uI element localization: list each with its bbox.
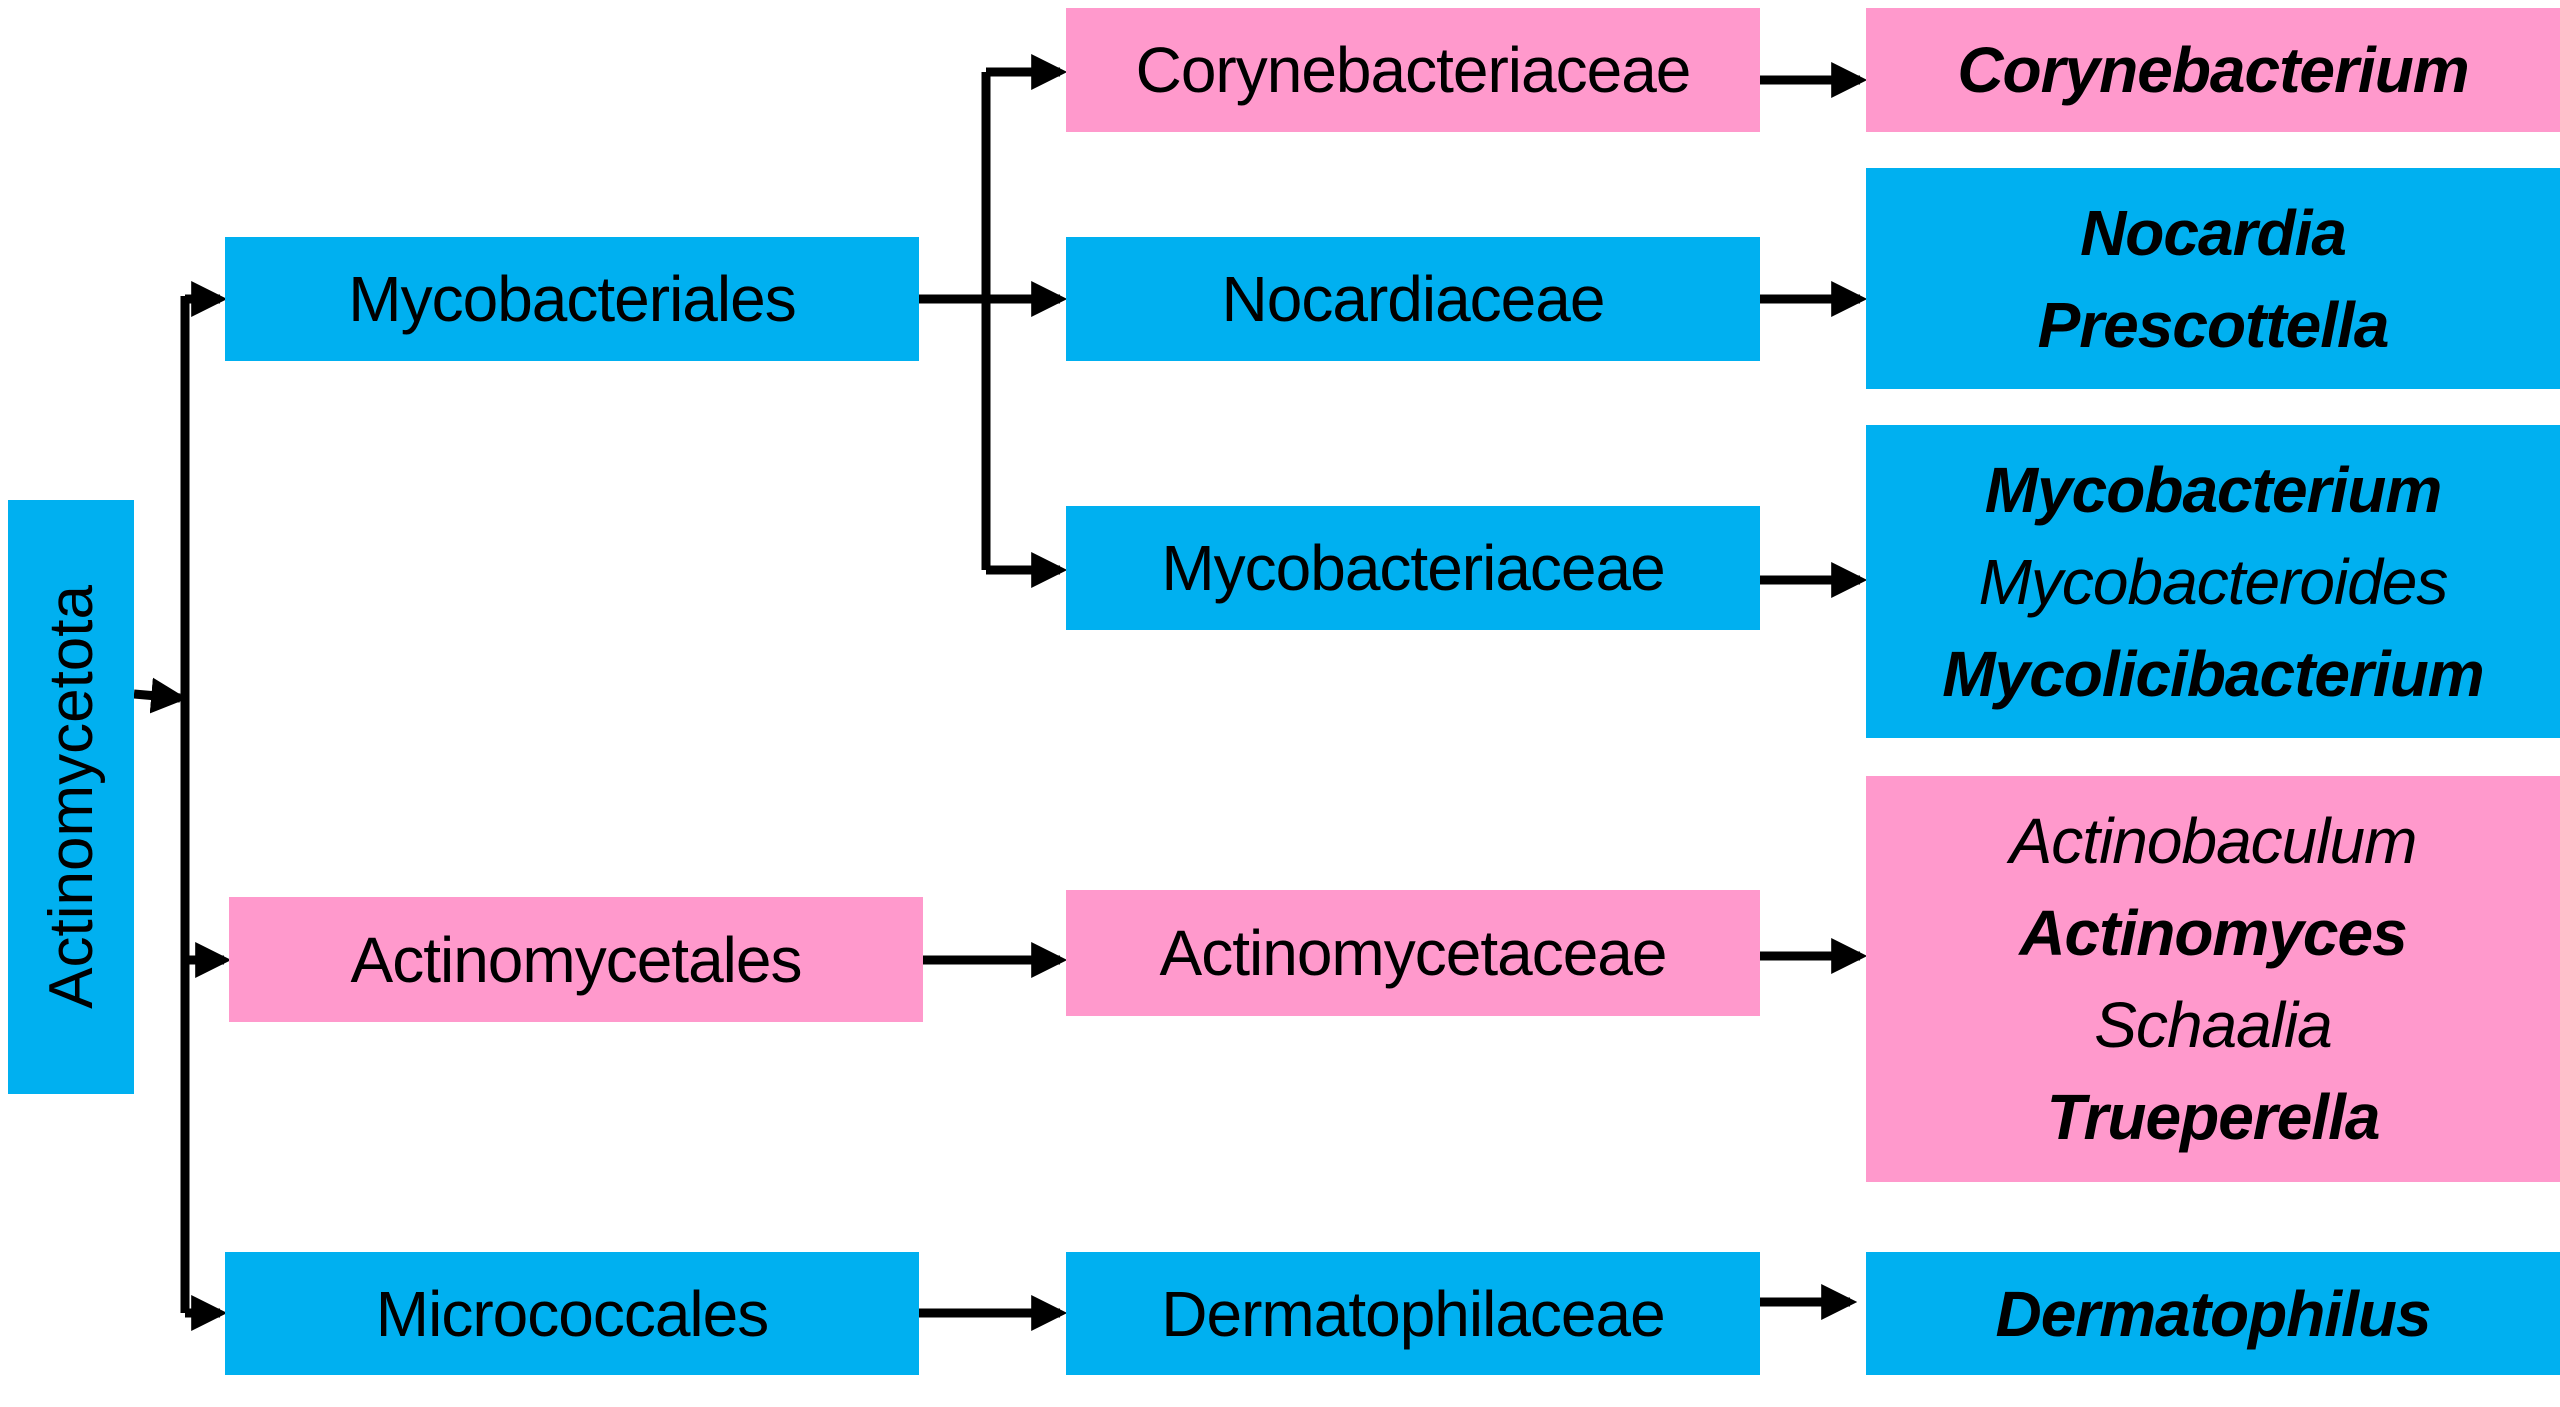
genus-label: Mycobacterium xyxy=(1984,453,2442,526)
family-mycobacteriaceae: Mycobacteriaceae xyxy=(1066,506,1760,630)
family-label: Corynebacteriaceae xyxy=(1135,34,1692,106)
family-actinomycetaceae: Actinomycetaceae xyxy=(1066,890,1760,1016)
family-label: Mycobacteriaceae xyxy=(1161,532,1665,604)
family-label: Actinomycetaceae xyxy=(1159,917,1668,989)
family-corynebacteriaceae: Corynebacteriaceae xyxy=(1066,8,1760,132)
genera-corynebacteriaceae: Corynebacterium xyxy=(1866,8,2560,132)
genus-label: Actinomyces xyxy=(2019,897,2407,969)
genus-label: Prescottella xyxy=(2037,288,2390,361)
genera-dermatophilaceae: Dermatophilus xyxy=(1866,1252,2560,1375)
family-nocardiaceae: Nocardiaceae xyxy=(1066,237,1760,361)
genus-label: Mycobacteroides xyxy=(1978,545,2449,618)
order-micrococcales: Micrococcales xyxy=(225,1252,919,1375)
genera-actinomycetaceae: Actinobaculum Actinomyces Schaalia Truep… xyxy=(1866,776,2560,1182)
genera-mycobacteriaceae: Mycobacterium Mycobacteroides Mycoliciba… xyxy=(1866,425,2560,738)
arrow-phylum-to-trunk xyxy=(133,677,188,714)
phylum-box: Actinomycetota xyxy=(8,500,134,1094)
genera-nocardiaceae: Nocardia Prescottella xyxy=(1866,168,2560,389)
genus-label: Mycolicibacterium xyxy=(1942,637,2484,710)
order-mycobacteriales: Mycobacteriales xyxy=(225,237,919,361)
family-label: Dermatophilaceae xyxy=(1161,1277,1665,1350)
order-label: Mycobacteriales xyxy=(348,263,796,335)
order-actinomycetales: Actinomycetales xyxy=(229,897,923,1022)
phylum-label: Actinomycetota xyxy=(36,585,106,1009)
family-dermatophilaceae: Dermatophilaceae xyxy=(1066,1252,1760,1375)
genus-label: Dermatophilus xyxy=(1995,1277,2431,1350)
order-label: Micrococcales xyxy=(375,1277,769,1350)
genus-label: Corynebacterium xyxy=(1957,34,2469,106)
genus-label: Trueperella xyxy=(2046,1081,2381,1153)
family-label: Nocardiaceae xyxy=(1221,263,1606,335)
order-label: Actinomycetales xyxy=(350,923,803,996)
genus-label: Schaalia xyxy=(2094,989,2332,1061)
genus-label: Nocardia xyxy=(2080,196,2347,269)
genus-label: Actinobaculum xyxy=(2009,805,2418,877)
